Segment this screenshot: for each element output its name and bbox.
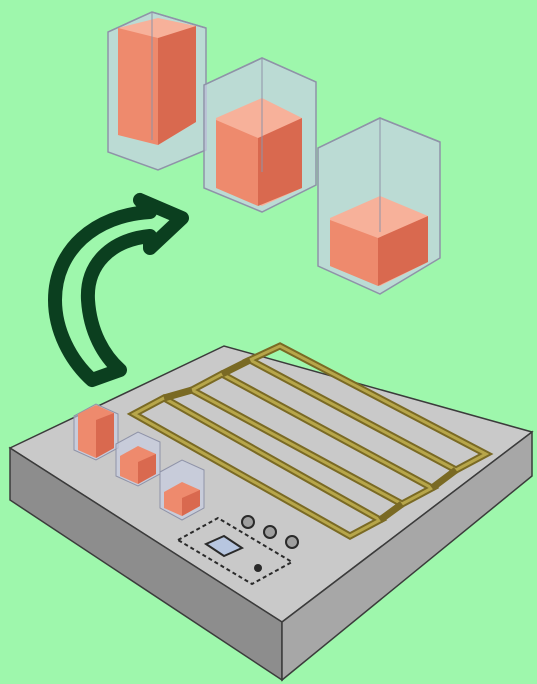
- floating-container-1: [107, 11, 207, 171]
- floating-containers-group: [107, 11, 441, 295]
- control-panel: [175, 515, 299, 586]
- block-container-2: [115, 431, 161, 487]
- floating-container-2: [203, 57, 317, 213]
- block-container-1: [73, 403, 119, 461]
- serpentine-channel: [126, 342, 494, 540]
- curved-arrow-icon: [48, 193, 189, 387]
- mold-block: [8, 342, 534, 682]
- floating-container-3: [317, 117, 441, 295]
- block-container-3: [159, 459, 205, 521]
